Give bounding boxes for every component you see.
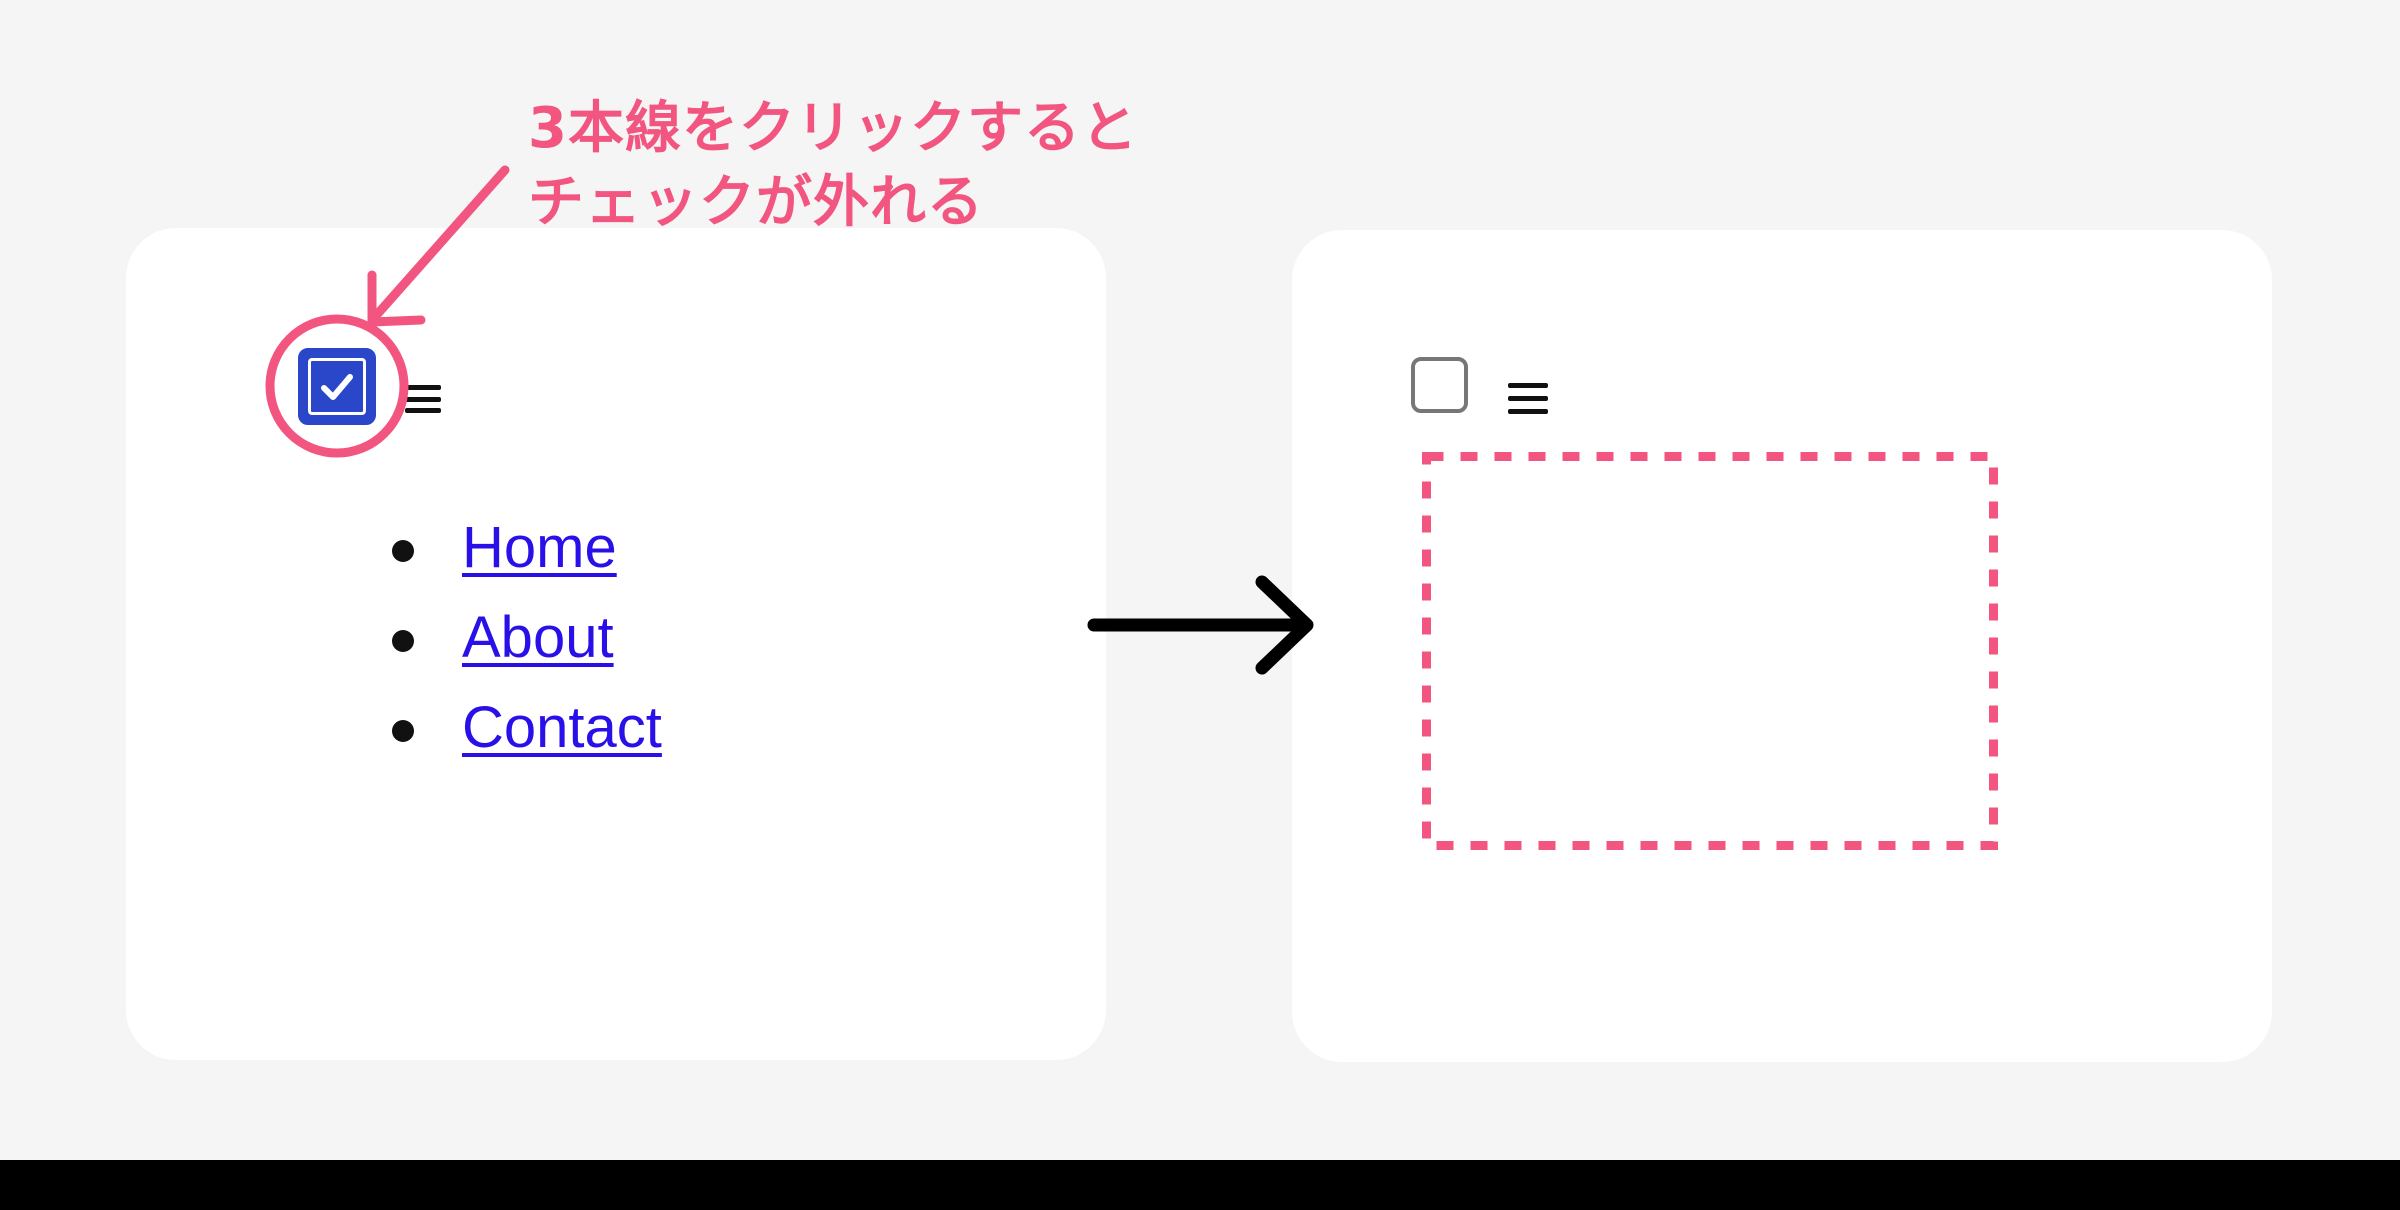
annotation-line-1: 3本線をクリックすると [528, 96, 1138, 161]
hamburger-icon[interactable] [405, 385, 441, 413]
hamburger-line [1508, 383, 1548, 388]
nav-menu-list: Home About Contact [392, 502, 662, 772]
nav-link-contact[interactable]: Contact [462, 694, 662, 760]
bullet-icon [392, 720, 414, 742]
hamburger-line [405, 408, 441, 413]
diagram-canvas: Home About Contact 3本線をクリックすると チェックが外れる [265, 92, 1998, 850]
hidden-menu-placeholder [1422, 452, 1998, 850]
hamburger-line [405, 385, 441, 390]
menu-toggle-checkbox-checked[interactable] [298, 348, 376, 425]
bottom-band [0, 1160, 2400, 1210]
bullet-icon [392, 540, 414, 562]
bullet-icon [392, 630, 414, 652]
annotation-line-2: チェックが外れる [528, 170, 984, 235]
arrow-right-icon [1087, 575, 1314, 675]
hamburger-line [1508, 396, 1548, 401]
list-item: About [392, 592, 662, 682]
nav-link-home[interactable]: Home [462, 514, 617, 580]
list-item: Home [392, 502, 662, 592]
hamburger-line [405, 396, 441, 402]
hamburger-line [1508, 409, 1548, 414]
annotation-callout: 3本線をクリックすると チェックが外れる [528, 92, 1138, 240]
check-icon [321, 374, 353, 400]
hamburger-icon[interactable] [1508, 383, 1548, 414]
menu-toggle-checkbox-unchecked[interactable] [1411, 357, 1468, 413]
list-item: Contact [392, 682, 662, 772]
nav-link-about[interactable]: About [462, 604, 614, 670]
